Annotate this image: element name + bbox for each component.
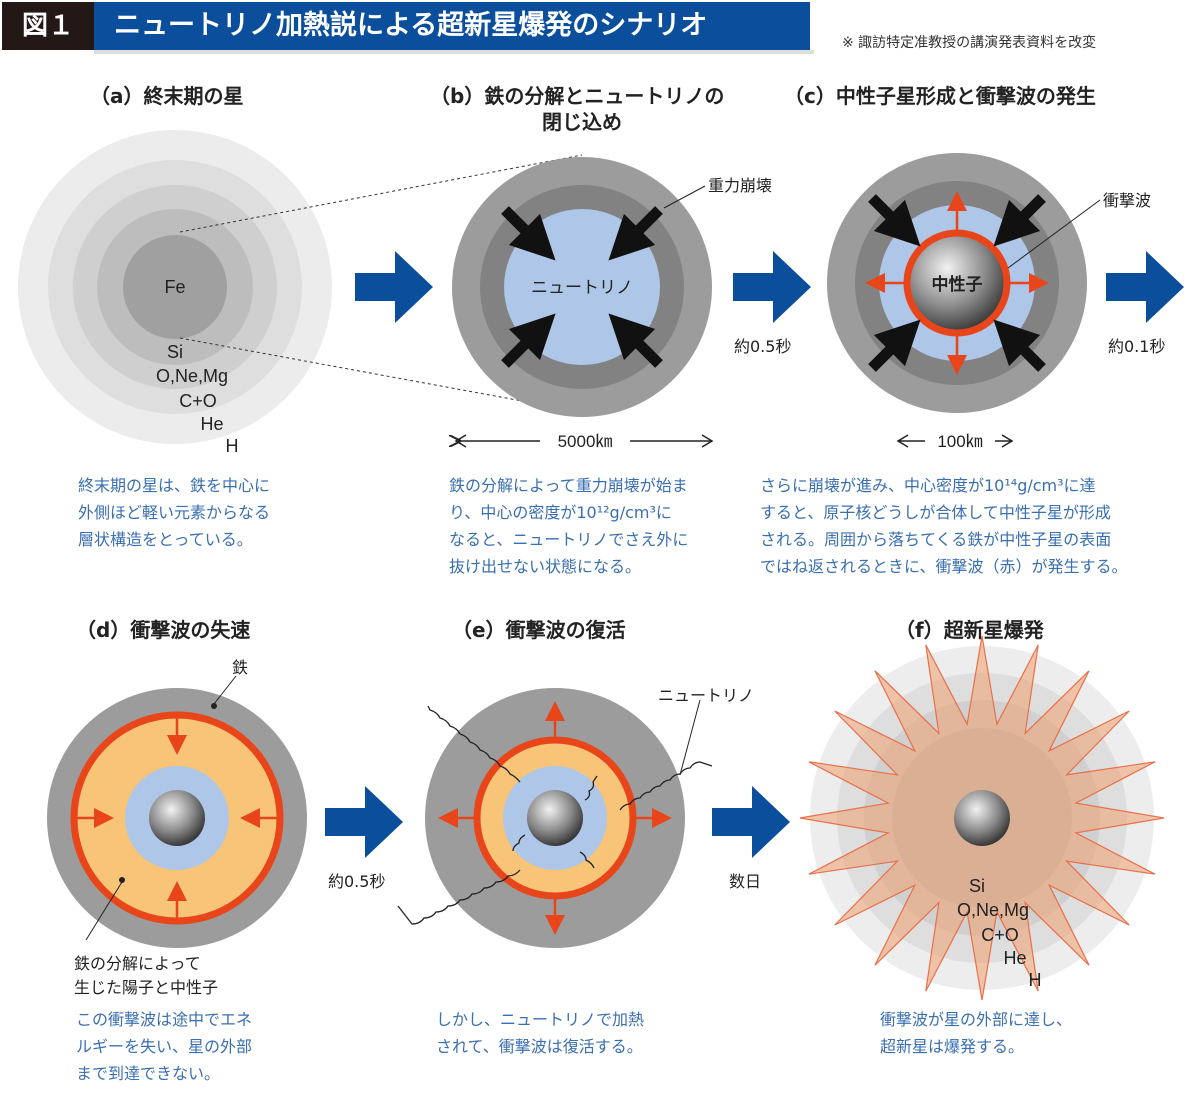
neutrino-core-label: ニュートリノ — [531, 278, 633, 297]
matter-label-2: 生じた陽子と中性子 — [74, 978, 219, 997]
core-d — [47, 688, 307, 948]
shock-arrows-c — [865, 191, 1049, 375]
panel-b-title-2: 閉じ込め — [542, 110, 622, 134]
arrow-a-to-b — [355, 251, 433, 323]
scale-label-b: 5000㎞ — [558, 432, 613, 451]
panel-c-description: さらに崩壊が進み、中心密度が10¹⁴g/cm³に達すると、原子核どうしが合体して… — [760, 476, 1128, 576]
figure-number: 図１ — [21, 11, 74, 41]
arrow-e-to-f — [712, 786, 790, 858]
panel-e-title: （e）衝撃波の復活 — [452, 618, 626, 642]
neutrino-wavy-lines — [397, 705, 713, 925]
iron-label: 鉄 — [232, 658, 249, 677]
layer-label: H — [1029, 970, 1042, 990]
zoom-line-top — [179, 154, 583, 233]
panel-b-description: 鉄の分解によって重力崩壊が始まり、中心の密度が10¹²g/cm³になると、ニュー… — [449, 476, 689, 576]
arrow-c-to-next — [1106, 251, 1184, 323]
layer-label: C+O — [179, 391, 217, 411]
star-layers-a — [18, 130, 332, 444]
layer-label: Si — [167, 342, 183, 362]
scale-arrow-right — [701, 434, 714, 448]
collapse-label: 重力崩壊 — [708, 176, 773, 195]
layer-label: Si — [969, 876, 985, 896]
title-bar — [94, 2, 810, 50]
collapse-arrows-b — [501, 206, 663, 368]
shock-leader — [1007, 199, 1101, 269]
collapse-leader — [663, 185, 706, 209]
exploding-star-f — [799, 635, 1165, 1001]
panel-f-title: （f）超新星爆発 — [895, 618, 1044, 642]
panel-a-description: 終末期の星は、鉄を中心に外側ほど軽い元素からなる層状構造をとっている。 — [78, 476, 271, 549]
matter-label: 鉄の分解によって — [74, 954, 201, 973]
figure-number-box — [2, 2, 94, 50]
panel-d-description: この衝撃波は途中でエネルギーを失い、星の外部まで到達できない。 — [76, 1010, 253, 1083]
layer-label: He — [1003, 948, 1026, 968]
panel-d-title: （d）衝撃波の失速 — [76, 618, 251, 642]
panel-c-title: （c）中性子星形成と衝撃波の発生 — [784, 84, 1096, 108]
neutrino-label: ニュートリノ — [658, 686, 755, 705]
scale-arrows-c — [896, 434, 1014, 448]
core-e — [425, 688, 685, 948]
layer-label: H — [226, 436, 239, 456]
source-note: ※ 諏訪特定准教授の講演発表資料を改変 — [842, 35, 1097, 51]
panel-e-description: しかし、ニュートリノで加熱されて、衝撃波は復活する。 — [436, 1010, 645, 1056]
panel-b-title: （b）鉄の分解とニュートリノの — [430, 84, 725, 108]
layer-label: C+O — [981, 925, 1019, 945]
time-d-e: 約0.5秒 — [328, 872, 386, 891]
panel-a-title: （a）終末期の星 — [90, 84, 244, 108]
arrow-b-to-c — [733, 251, 811, 323]
time-e-f: 数日 — [729, 872, 762, 891]
panel-f-description: 衝撃波が星の外部に達し、超新星は爆発する。 — [880, 1010, 1073, 1056]
arrow-d-to-e — [325, 786, 403, 858]
layer-label: He — [200, 414, 223, 434]
time-b-c: 約0.5秒 — [734, 337, 792, 356]
revived-shock-arrows-e — [438, 701, 672, 935]
neutrino-leader — [679, 699, 701, 776]
time-c-next: 約0.1秒 — [1108, 337, 1166, 356]
figure-title: ニュートリノ加熱説による超新星爆発のシナリオ — [114, 10, 708, 41]
collapse-arrows-c — [868, 194, 1046, 372]
stalled-shock-arrows-d — [77, 718, 277, 918]
shock-label: 衝撃波 — [1103, 191, 1152, 210]
layer-label: O,Ne,Mg — [957, 900, 1029, 920]
scale-label-c: 100㎞ — [937, 432, 982, 451]
zoom-line-bottom — [179, 337, 583, 413]
neutron-core-label: 中性子 — [932, 274, 983, 294]
layer-label: O,Ne,Mg — [156, 366, 228, 386]
layer-label: Fe — [164, 277, 185, 297]
